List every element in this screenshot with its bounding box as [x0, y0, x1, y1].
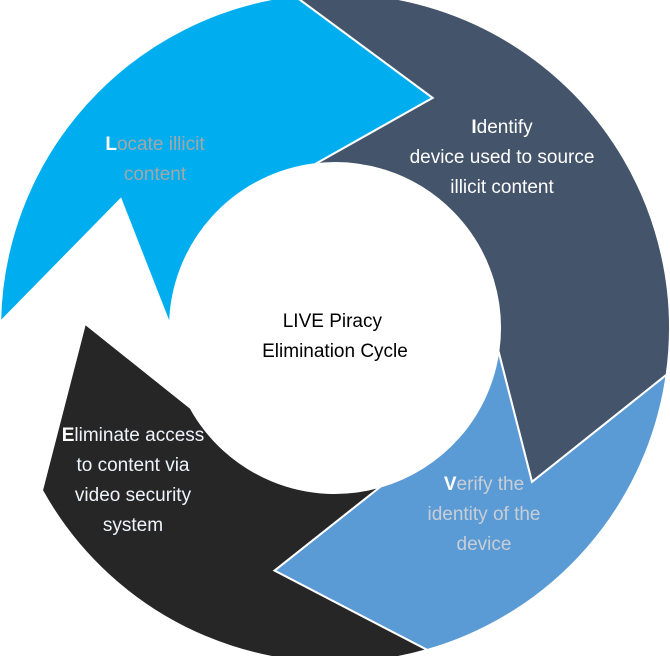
- segment-label-identify-line-2: device used to source: [410, 147, 595, 168]
- center-hole: [170, 163, 500, 493]
- segment-initial-locate: L: [105, 134, 117, 155]
- segment-first-line-rest-verify: erify the: [457, 474, 525, 495]
- segment-first-line-rest-locate: ocate illicit: [117, 134, 205, 155]
- segment-initial-verify: V: [444, 474, 457, 495]
- segment-label-eliminate: Eliminate access to content via video secu…: [62, 425, 205, 536]
- segment-initial-eliminate: E: [62, 425, 75, 446]
- segment-label-verify-line-1: Verify the: [444, 474, 524, 495]
- center-label-line-2: Elimination Cycle: [262, 341, 408, 362]
- center-label: LIVE Piracy Elimination Cycle: [262, 311, 408, 362]
- cycle-labels: Identify device used to source illicit con…: [62, 117, 595, 555]
- center-label-line-1: LIVE Piracy: [283, 311, 383, 332]
- segment-first-line-rest-identify: dentify: [477, 117, 533, 138]
- segment-label-eliminate-line-3: video security: [75, 485, 192, 506]
- segment-label-verify-line-2: identity of the: [427, 504, 540, 525]
- segment-initial-identify: I: [471, 117, 476, 138]
- segment-label-locate: Locate illicit content: [105, 134, 205, 185]
- segment-label-identify-line-3: illicit content: [450, 177, 554, 198]
- segment-label-verify-line-3: device: [457, 534, 512, 555]
- segment-label-eliminate-line-1: Eliminate access: [62, 425, 205, 446]
- segment-label-identify-line-1: Identify: [471, 117, 533, 138]
- segment-label-eliminate-line-4: system: [103, 515, 163, 536]
- segment-first-line-rest-eliminate: liminate access: [74, 425, 204, 446]
- segment-label-locate-line-1: Locate illicit: [105, 134, 205, 155]
- segment-label-locate-line-2: content: [124, 164, 187, 185]
- segment-label-verify: Verify the identity of the device: [427, 474, 540, 555]
- segment-label-identify: Identify device used to source illicit con…: [410, 117, 595, 198]
- segment-label-eliminate-line-2: to content via: [76, 455, 189, 476]
